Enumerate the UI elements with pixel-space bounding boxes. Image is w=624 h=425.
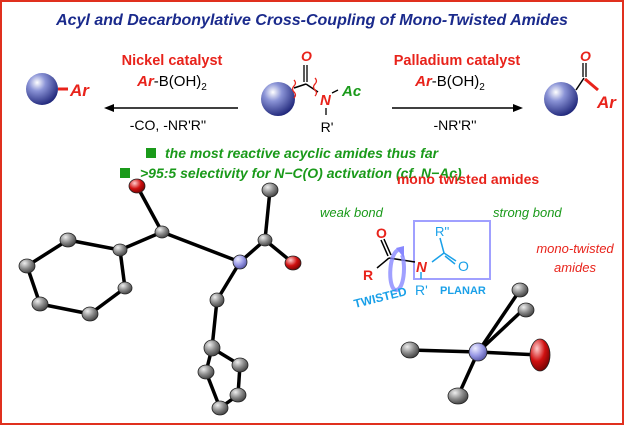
title: Acyl and Decarbonylative Cross-Coupling … [55, 12, 568, 29]
rotation-arrow-icon [388, 248, 406, 293]
palladium-catalyst-label: Palladium catalyst [394, 53, 521, 69]
left-reagent-sub: 2 [201, 82, 207, 93]
strong-bond-label: strong bond [493, 205, 562, 220]
planar-label: PLANAR [440, 285, 486, 297]
side-label-2: amides [554, 260, 596, 275]
substrate-sphere-icon [261, 82, 295, 116]
left-byproducts: -CO, -NR'R'' [130, 117, 206, 133]
rotation-arrowhead-icon [396, 246, 404, 258]
wavy-bond-break-icon [291, 79, 297, 99]
substrate-r1: R' [321, 119, 334, 135]
inset-n: N [416, 259, 428, 276]
inset-r2: R'' [435, 224, 449, 239]
substrate-n: N [320, 92, 332, 109]
substrate-sphere-icon [26, 73, 58, 105]
bond [584, 77, 599, 92]
planar-amide-bonds [420, 237, 457, 279]
side-label-1: mono-twisted [536, 241, 614, 256]
left-reagent: Ar-B(OH)2 [136, 73, 207, 93]
crystal-atoms-left [18, 178, 302, 416]
substrate-o: O [301, 48, 312, 64]
left-reagent-rest: -B(OH) [154, 73, 202, 90]
bullet-square-icon [120, 168, 130, 178]
wavy-bond-break-icon [312, 77, 318, 97]
product-o: O [580, 48, 591, 64]
right-product-ar: Ar [596, 93, 617, 112]
left-product-ar: Ar [69, 81, 90, 100]
weak-bond-label: weak bond [320, 205, 384, 220]
right-reagent-rest: -B(OH) [432, 73, 480, 90]
bullet-text: >95:5 selectivity for N−C(O) activation … [140, 165, 462, 181]
planar-box [413, 220, 491, 280]
inset-o: O [376, 225, 387, 241]
bullet-square-icon [146, 148, 156, 158]
right-arrowhead-icon [513, 104, 523, 112]
nickel-catalyst-label: Nickel catalyst [122, 53, 223, 69]
inset-r1: R' [415, 282, 428, 298]
substrate-ac: Ac [341, 83, 362, 100]
inset-o2: O [458, 258, 469, 274]
substrate-sphere-icon [544, 82, 578, 116]
left-reagent-ar: Ar [136, 73, 155, 90]
right-reagent-ar: Ar [414, 73, 433, 90]
crystal-atoms-right [400, 282, 551, 405]
right-reagent: Ar-B(OH)2 [414, 73, 485, 93]
right-reagent-sub: 2 [479, 82, 485, 93]
left-arrowhead-icon [104, 104, 114, 112]
bond [331, 89, 339, 94]
bond [293, 83, 307, 89]
inset-heading: mono twisted amides [397, 171, 540, 187]
bond [575, 77, 585, 91]
bullet-text: the most reactive acyclic amides thus fa… [165, 145, 440, 161]
inset-r: R [363, 267, 373, 283]
right-byproducts: -NR'R'' [433, 117, 476, 133]
